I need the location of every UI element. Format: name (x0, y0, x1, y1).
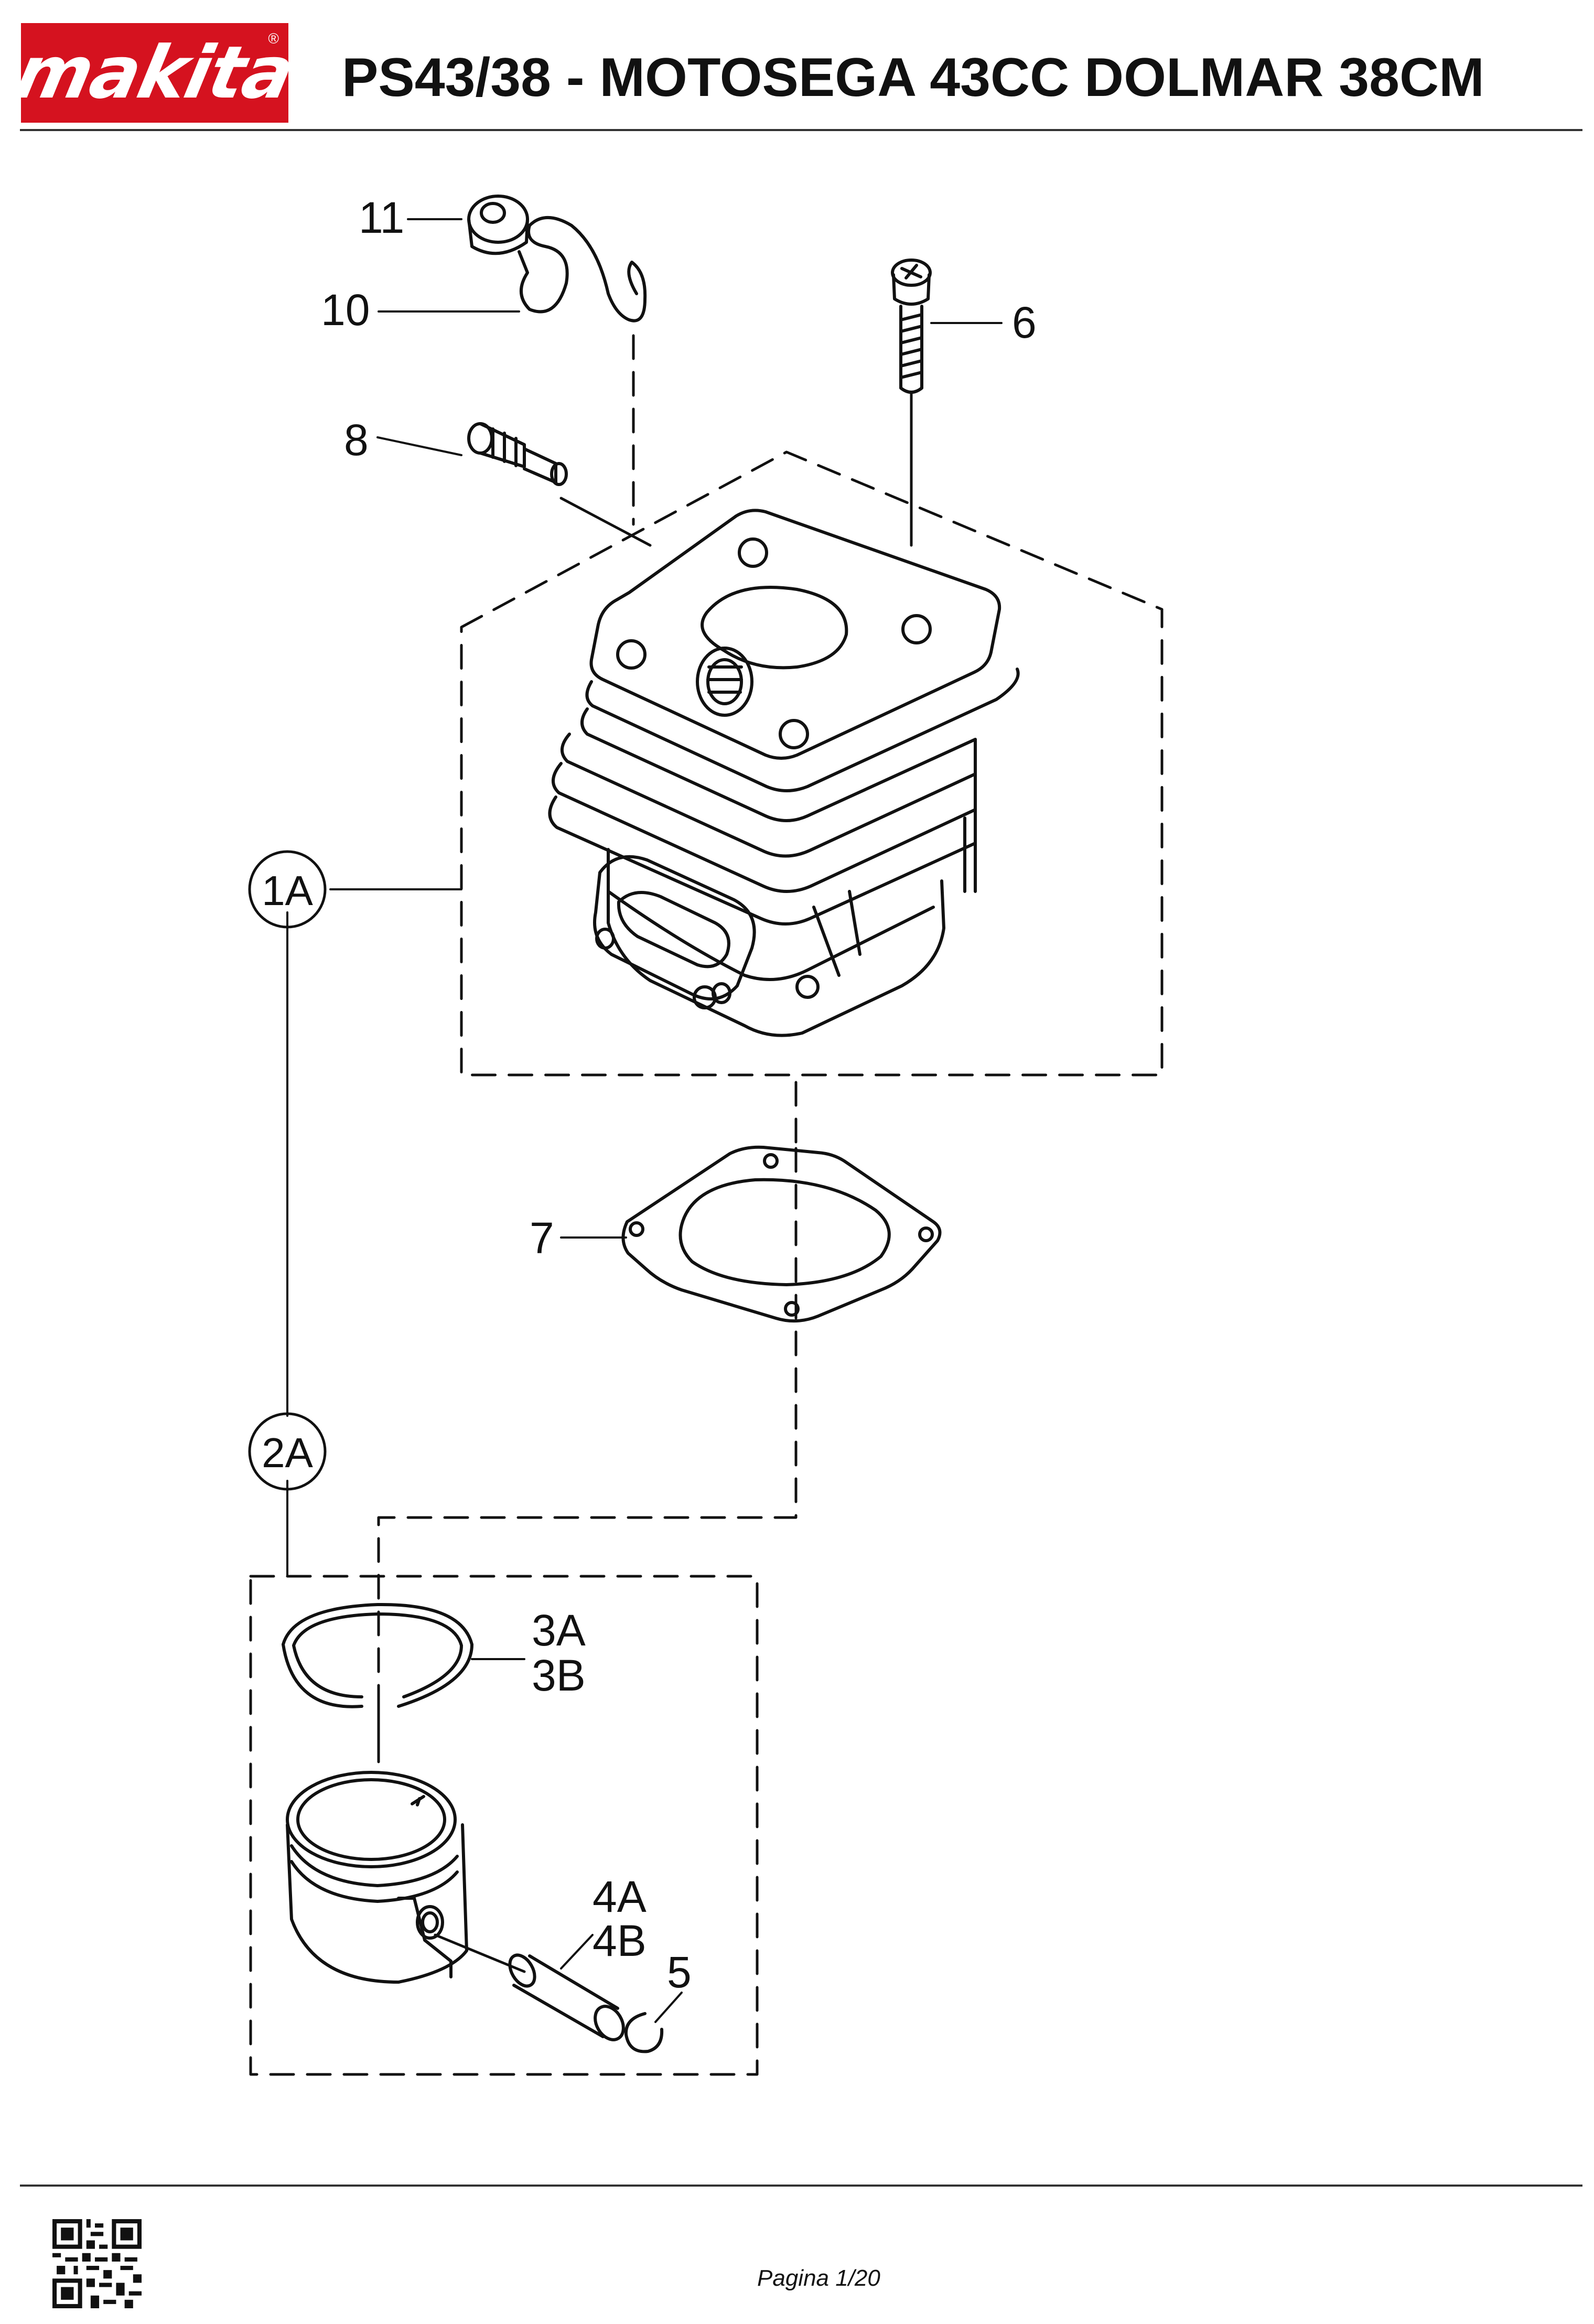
page-number: Pagina 1/20 (757, 2265, 880, 2291)
circlip-icon (624, 2012, 664, 2053)
piston-icon (286, 1771, 468, 1984)
footer-divider (20, 2185, 1582, 2187)
cylinder-icon (548, 509, 1020, 1037)
piston-group-box (249, 1575, 759, 2076)
page-title: PS43/38 - MOTOSEGA 43CC DOLMAR 38CM (342, 47, 1484, 108)
axis-gasket-piston (377, 1330, 798, 1701)
header-divider (20, 129, 1582, 131)
spring-clip-icon (518, 216, 647, 322)
callout-5: 5 (667, 1948, 692, 1997)
callout-10: 10 (321, 285, 370, 335)
callout-7: 7 (530, 1213, 554, 1263)
callout-circle-2A (248, 1412, 327, 1491)
piston-pin-icon (508, 1953, 625, 2041)
makita-logo: makita ® (8, 23, 301, 123)
screw-icon (891, 259, 932, 394)
callout-1A: 1A (262, 867, 313, 914)
cylinder-gasket-icon (621, 1145, 942, 1323)
leader-5 (654, 1992, 683, 2023)
callout-circle-1A (248, 850, 327, 929)
callout-6: 6 (1012, 298, 1037, 347)
registered-mark: ® (268, 30, 279, 47)
callout-4B: 4B (593, 1916, 647, 1965)
piston-ring-icon (282, 1602, 473, 1708)
axis-plug (559, 497, 652, 547)
leader-8 (376, 436, 462, 456)
callout-3B: 3B (532, 1651, 586, 1700)
grommet-icon (467, 195, 529, 255)
callout-8: 8 (344, 415, 369, 465)
leader-4A (560, 1934, 594, 1970)
decompression-valve-icon (467, 422, 568, 486)
callout-3A: 3A (532, 1606, 586, 1655)
callout-11: 11 (359, 193, 404, 242)
callout-4A: 4A (593, 1872, 647, 1921)
cylinder-group-box (460, 450, 1164, 1077)
qr-code-icon (52, 2219, 142, 2308)
callout-2A: 2A (262, 1429, 313, 1476)
